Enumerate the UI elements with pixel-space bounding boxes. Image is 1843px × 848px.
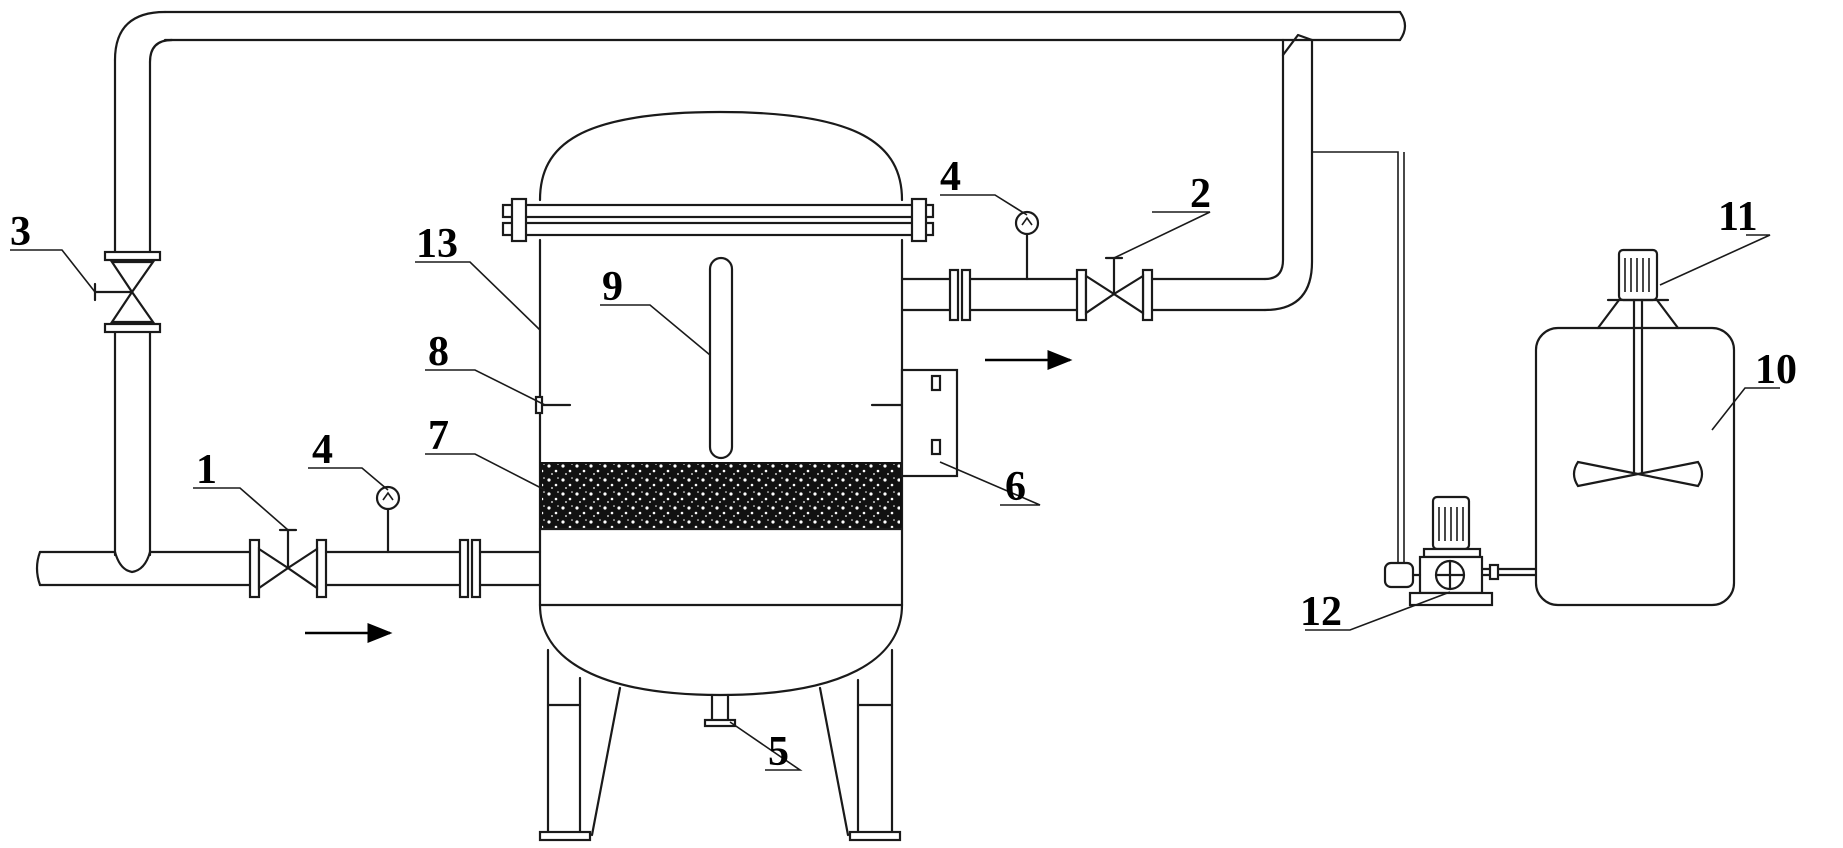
label-7: 7 [428, 413, 449, 459]
label-1: 1 [196, 447, 217, 493]
level-tube [708, 256, 734, 460]
agitator [1572, 248, 1704, 488]
label-8: 8 [428, 329, 449, 375]
valve-2 [1084, 256, 1145, 316]
label-4-inlet: 4 [312, 427, 333, 473]
leader-lines [10, 194, 1780, 771]
pressure-gauge-inlet [375, 485, 401, 554]
label-3: 3 [10, 209, 31, 255]
number-labels: 3 1 4 13 8 7 9 4 2 6 5 11 10 12 [10, 154, 1797, 775]
label-6: 6 [1005, 464, 1026, 510]
outlet-pipe [900, 33, 1314, 322]
valve-1 [257, 528, 319, 591]
side-box [900, 368, 959, 478]
pressure-gauge-outlet [1014, 210, 1040, 281]
label-4-outlet: 4 [940, 154, 961, 200]
label-9: 9 [602, 264, 623, 310]
label-10: 10 [1755, 347, 1797, 393]
label-13: 13 [416, 221, 458, 267]
filter-vessel [501, 110, 935, 842]
bypass-pipe [103, 58, 162, 557]
top-pipe [113, 10, 1407, 64]
valve-3 [93, 260, 156, 324]
filter-media-layer [540, 462, 902, 530]
label-12: 12 [1300, 589, 1342, 635]
inlet-pipe [35, 538, 542, 599]
dosing-pump [1383, 495, 1538, 607]
label-2: 2 [1190, 171, 1211, 217]
dosing-line [1312, 151, 1405, 565]
label-11: 11 [1718, 194, 1758, 240]
label-5: 5 [768, 729, 789, 775]
drain-outlet [703, 693, 737, 728]
